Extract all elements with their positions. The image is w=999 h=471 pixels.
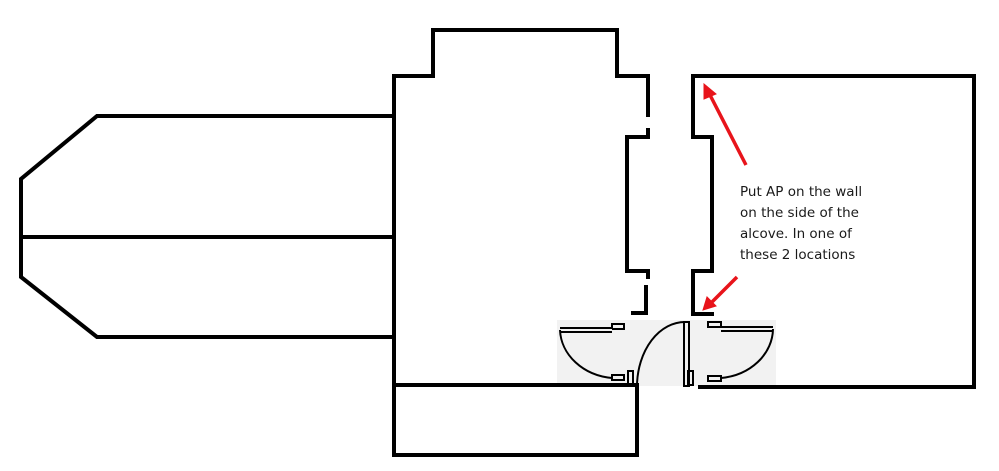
bottom-room-outline: [392, 383, 639, 457]
arrow-upper-location: [708, 94, 748, 166]
right-door: [707, 321, 774, 382]
central-right-wall-upper: [625, 128, 650, 279]
door-area-background: [557, 320, 776, 386]
right-room-outline: [691, 74, 976, 389]
arrow-lower-head-icon: [702, 296, 717, 311]
left-wing-outline: [19, 114, 395, 339]
note-line: on the side of the: [740, 205, 859, 221]
note-line: alcove. In one of: [740, 226, 852, 242]
central-top-bump-outline: [392, 28, 650, 117]
arrow-upper-head-icon: [703, 82, 717, 100]
ap-placement-note: Put AP on the wall on the side of the al…: [740, 182, 910, 266]
note-line: Put AP on the wall: [740, 184, 863, 200]
center-door: [636, 321, 694, 387]
arrow-lower-location: [710, 275, 739, 304]
central-right-wall-lower: [631, 285, 648, 315]
note-line: these 2 locations: [740, 247, 856, 263]
left-door: [559, 323, 634, 385]
